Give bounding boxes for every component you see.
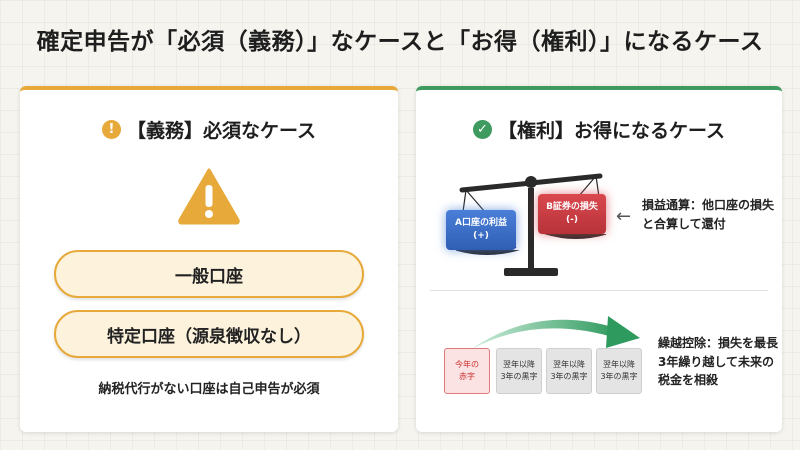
check-icon: ✓ [472,120,492,139]
page-title: 確定申告が「必須（義務）」なケースと「お得（権利）」になるケース [36,29,764,55]
carryforward-note: 繰越控除：損失を最長3年繰り越して未来の税金を相殺 [658,336,779,388]
obligation-heading-text: 【義務】必須なケース [126,120,317,142]
timeline-future-line1: 翌年以降 [603,360,635,369]
account-general-pill: 一般口座 [54,250,364,298]
arrow-left-icon: ← [616,206,632,227]
loss-box-label: B証券の損失 [546,202,598,213]
loss-box-sign: (-) [566,215,578,225]
obligation-note: 納税代行がない口座は自己申告が必須 [98,382,320,397]
rights-heading-text: 【権利】お得になるケース [497,120,726,142]
rights-heading: ✓ 【権利】お得になるケース [416,116,782,143]
curved-arrow-icon [470,316,640,350]
rights-card: ✓ 【権利】お得になるケース A口座の利益 (+) B証券の損失 (-) ← 損… [416,86,782,432]
section-divider [430,290,768,291]
account-specific-no-withholding-pill: 特定口座（源泉徴収なし） [54,310,364,358]
obligation-heading: ! 【義務】必須なケース [20,116,398,143]
timeline-future-line2: 3年の黒字 [550,372,588,381]
exclamation-icon: ! [101,120,121,139]
timeline-future-line2: 3年の黒字 [600,372,638,381]
warning-triangle-icon [178,168,240,225]
timeline-current-line1: 今年の [455,360,479,369]
timeline-future-profit-3: 翌年以降 3年の黒字 [596,348,642,394]
profit-box-label: A口座の利益 [455,218,507,229]
timeline-future-profit-2: 翌年以降 3年の黒字 [546,348,592,394]
timeline-future-profit-1: 翌年以降 3年の黒字 [496,348,542,394]
loss-box: B証券の損失 (-) [538,194,606,234]
timeline-current-loss: 今年の 赤字 [444,348,490,394]
offset-note: 損益通算：他口座の損失と合算して還付 [642,198,775,231]
timeline-future-line1: 翌年以降 [553,360,585,369]
timeline-future-line1: 翌年以降 [503,360,535,369]
timeline-future-line2: 3年の黒字 [500,372,538,381]
timeline-current-line2: 赤字 [459,372,475,381]
obligation-card: ! 【義務】必須なケース 一般口座 特定口座（源泉徴収なし） 納税代行がない口座… [20,86,398,432]
profit-box-sign: (+) [473,231,489,241]
profit-box: A口座の利益 (+) [446,210,516,250]
